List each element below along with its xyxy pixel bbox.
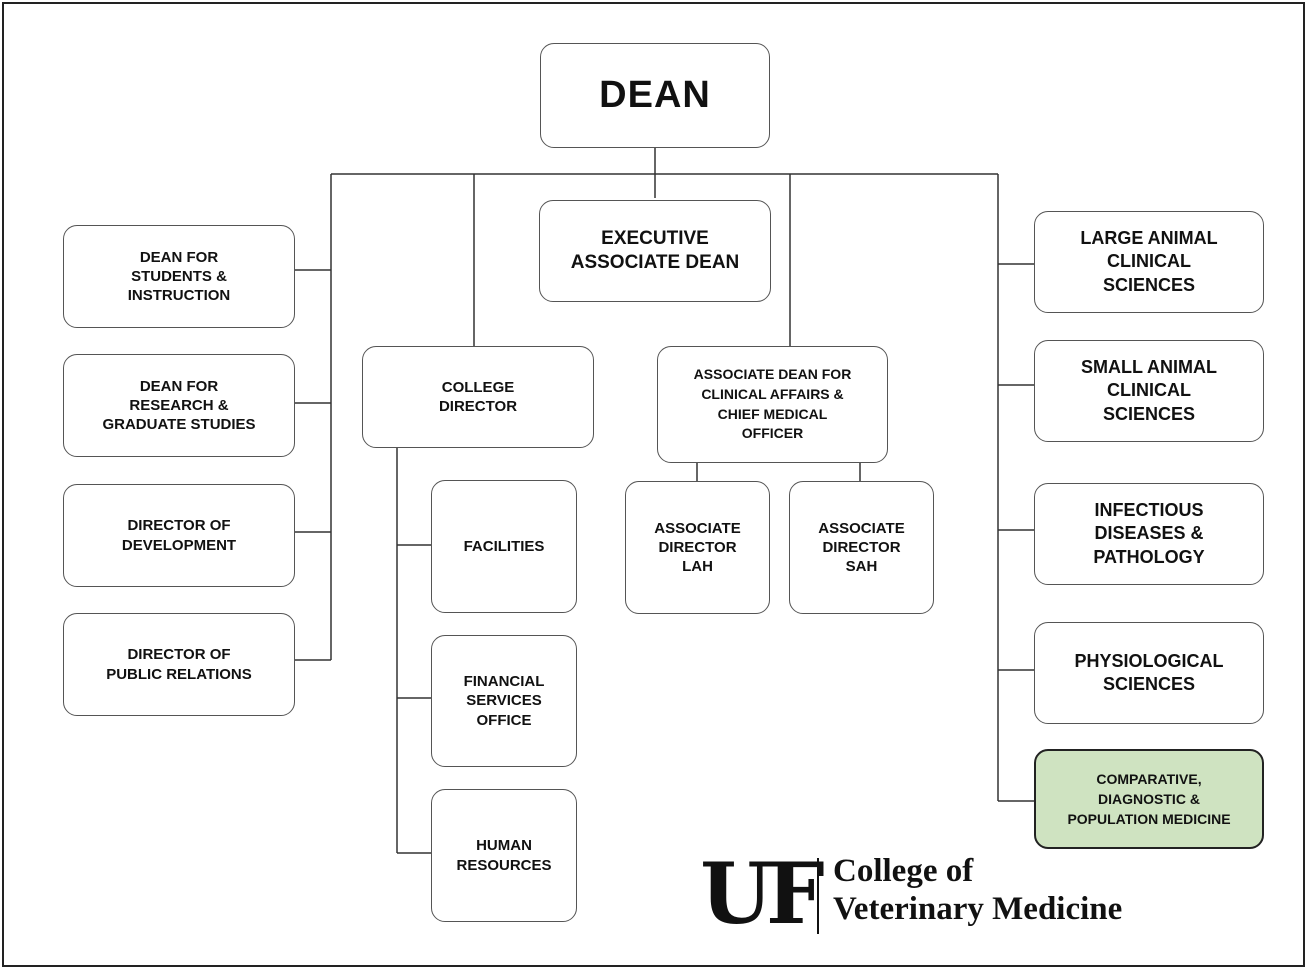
- dean-box: DEAN: [540, 43, 770, 148]
- small-animal-clinical-sciences-box: SMALL ANIMAL CLINICAL SCIENCES: [1034, 340, 1264, 442]
- logo-text: College of Veterinary Medicine: [833, 853, 1123, 927]
- uf-logo-mark: UF: [700, 844, 824, 943]
- executive-associate-dean-box: EXECUTIVE ASSOCIATE DEAN: [539, 200, 771, 302]
- college-director-box: COLLEGE DIRECTOR: [362, 346, 594, 448]
- large-animal-clinical-sciences-box: LARGE ANIMAL CLINICAL SCIENCES: [1034, 211, 1264, 313]
- dean-students-instruction-box: DEAN FOR STUDENTS & INSTRUCTION: [63, 225, 295, 328]
- director-development-box: DIRECTOR OF DEVELOPMENT: [63, 484, 295, 587]
- logo-divider: [817, 858, 819, 934]
- financial-services-office-box: FINANCIAL SERVICES OFFICE: [431, 635, 577, 767]
- associate-director-lah-box: ASSOCIATE DIRECTOR LAH: [625, 481, 770, 614]
- physiological-sciences-box: PHYSIOLOGICAL SCIENCES: [1034, 622, 1264, 724]
- associate-director-sah-box: ASSOCIATE DIRECTOR SAH: [789, 481, 934, 614]
- facilities-box: FACILITIES: [431, 480, 577, 613]
- director-public-relations-box: DIRECTOR OF PUBLIC RELATIONS: [63, 613, 295, 716]
- dean-research-graduate-box: DEAN FOR RESEARCH & GRADUATE STUDIES: [63, 354, 295, 457]
- associate-dean-clinical-affairs-box: ASSOCIATE DEAN FOR CLINICAL AFFAIRS & CH…: [657, 346, 888, 463]
- infectious-diseases-pathology-box: INFECTIOUS DISEASES & PATHOLOGY: [1034, 483, 1264, 585]
- human-resources-box: HUMAN RESOURCES: [431, 789, 577, 922]
- uf-cvm-logo: UF College of Veterinary Medicine: [699, 852, 1179, 936]
- comparative-diagnostic-population-medicine-box: COMPARATIVE, DIAGNOSTIC & POPULATION MED…: [1034, 749, 1264, 849]
